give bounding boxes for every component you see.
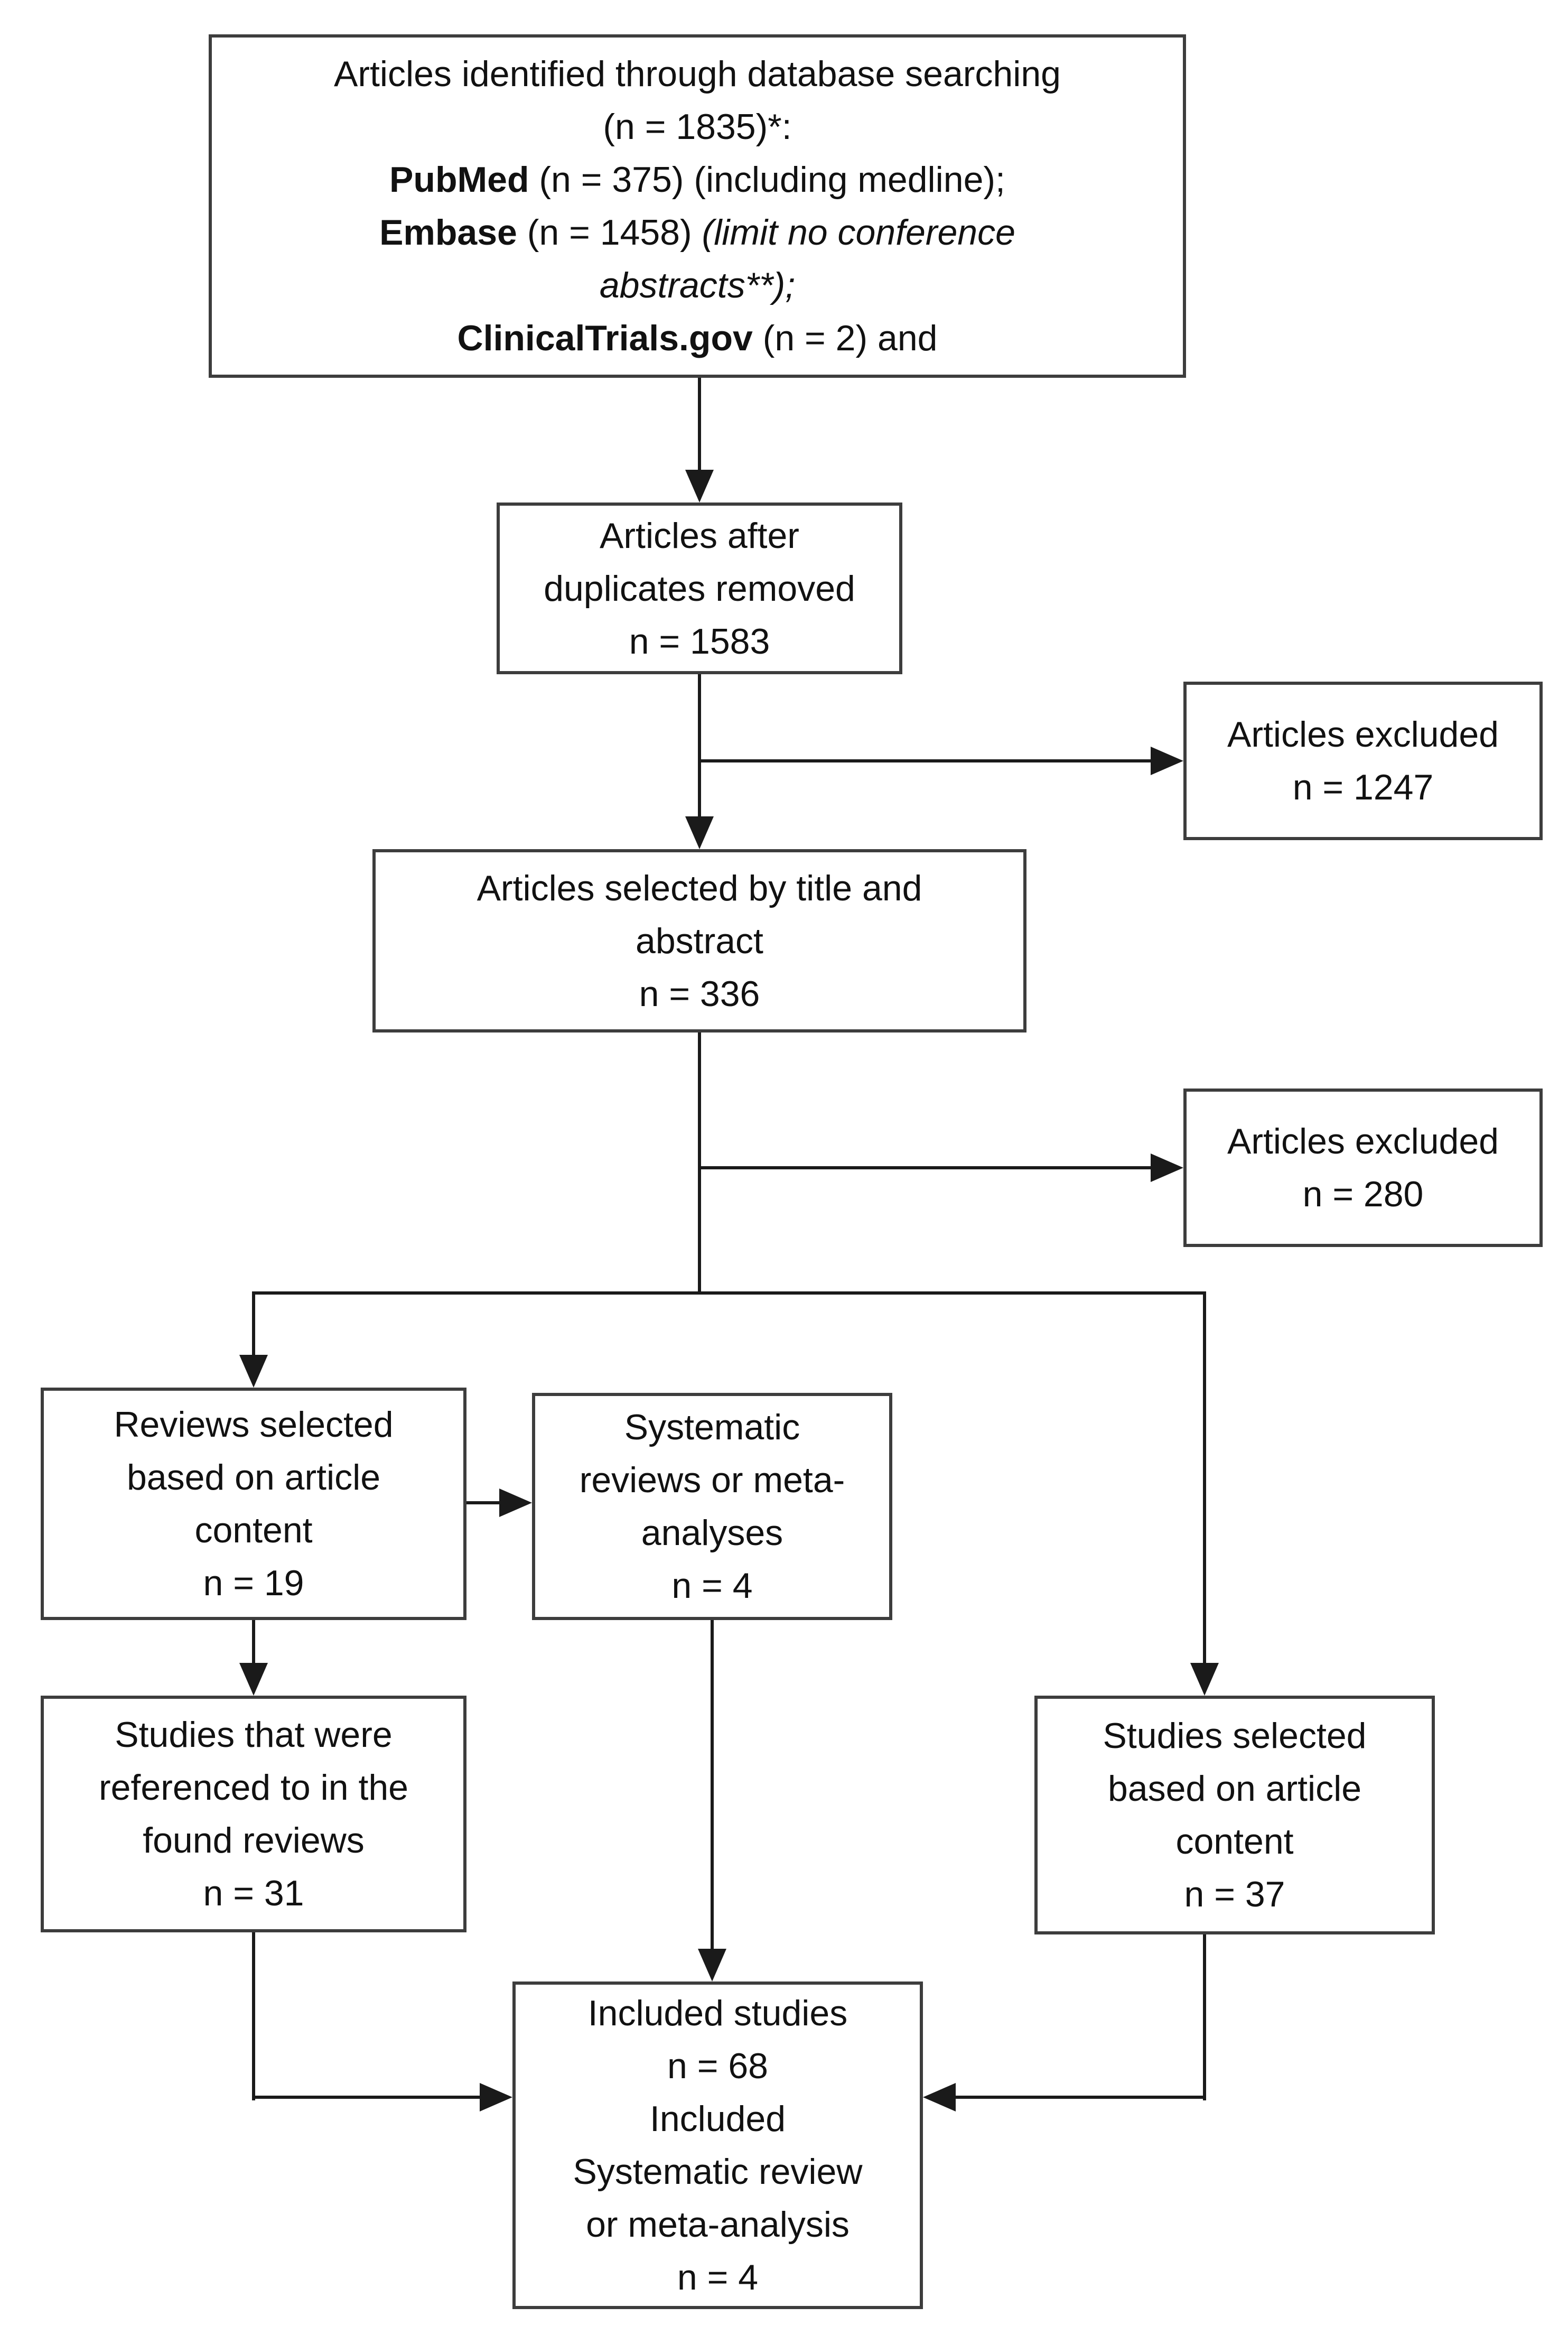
box-studies-selected-line-2: based on article: [1107, 1769, 1362, 1809]
box-reviews-line-1: Reviews selected: [114, 1404, 394, 1445]
box-reviews-line-3: content: [194, 1510, 313, 1550]
arrowhead-into-excluded-2: [1151, 1153, 1183, 1182]
arrowhead-into-reviews: [239, 1355, 268, 1388]
arrowhead-into-included-left: [480, 2083, 512, 2111]
box-identification-line-5: abstracts**);: [600, 259, 795, 312]
connector-studiesselected-down: [1203, 1934, 1206, 2100]
box-duplicates-line-1: Articles after: [600, 515, 799, 556]
connector-reviews-systematic: [466, 1501, 503, 1504]
box-systematic-line-3: analyses: [641, 1513, 783, 1553]
connector-referenced-right: [252, 2096, 483, 2099]
box-excluded-1-line-2: n = 1247: [1292, 767, 1434, 807]
pubmed-label: PubMed: [389, 160, 529, 200]
box-systematic-reviews: Systematic reviews or meta- analyses n =…: [532, 1393, 892, 1620]
box-referenced-line-2: referenced to in the: [99, 1767, 408, 1808]
arrowhead-into-titleabstract: [685, 816, 714, 849]
box-studies-selected: Studies selected based on article conten…: [1034, 1696, 1435, 1934]
clinicaltrials-count: (n = 2) and: [752, 318, 938, 358]
split-line: [252, 1291, 1206, 1295]
box-identification-line-2: (n = 1835)*:: [603, 107, 792, 147]
box-excluded-2-line-1: Articles excluded: [1227, 1121, 1499, 1161]
box-identification: Articles identified through database sea…: [209, 34, 1186, 378]
connector-duplicates-titleabstract: [698, 674, 701, 817]
box-title-abstract-line-3: n = 336: [639, 973, 760, 1014]
box-referenced-line-4: n = 31: [203, 1873, 304, 1913]
box-title-abstract-line-1: Articles selected by title and: [477, 868, 922, 908]
box-included-line-2: n = 68: [667, 2046, 768, 2086]
box-identification-line-1: Articles identified through database sea…: [334, 54, 1061, 94]
box-included-line-1: Included studies: [587, 1993, 848, 2033]
box-duplicates-line-3: n = 1583: [629, 621, 770, 662]
box-included-studies: Included studies n = 68 Included Systema…: [512, 1982, 923, 2309]
box-reviews-line-4: n = 19: [203, 1563, 304, 1603]
branch-to-excluded-2: [698, 1166, 1151, 1169]
arrowhead-into-excluded-1: [1151, 747, 1183, 775]
connector-split-reviews: [252, 1291, 255, 1357]
box-identification-line-3: PubMed (n = 375) (including medline);: [389, 153, 1005, 206]
box-reviews-selected: Reviews selected based on article conten…: [41, 1388, 466, 1620]
connector-studiesselected-left: [954, 2096, 1206, 2099]
box-systematic-line-2: reviews or meta-: [579, 1460, 845, 1500]
box-studies-selected-line-3: content: [1175, 1821, 1294, 1862]
box-identification-line-4: Embase (n = 1458) (limit no conference: [379, 206, 1015, 259]
box-title-abstract: Articles selected by title and abstract …: [372, 849, 1026, 1032]
box-duplicates-line-2: duplicates removed: [544, 568, 855, 609]
box-duplicates-removed: Articles after duplicates removed n = 15…: [497, 503, 902, 674]
arrowhead-into-systematic: [499, 1489, 532, 1517]
box-studies-referenced: Studies that were referenced to in the f…: [41, 1696, 466, 1932]
box-studies-selected-line-1: Studies selected: [1103, 1716, 1367, 1756]
box-studies-selected-line-4: n = 37: [1184, 1874, 1285, 1914]
connector-systematic-included: [711, 1620, 714, 1951]
box-excluded-2: Articles excluded n = 280: [1183, 1089, 1543, 1247]
box-included-line-5: or meta-analysis: [586, 2204, 850, 2245]
box-systematic-line-1: Systematic: [624, 1407, 800, 1447]
box-referenced-line-3: found reviews: [143, 1820, 365, 1860]
embase-note-part-1: (limit no conference: [702, 212, 1015, 253]
box-included-line-6: n = 4: [677, 2257, 759, 2297]
arrowhead-into-included-top: [698, 1949, 726, 1982]
arrowhead-into-included-right: [923, 2083, 956, 2111]
embase-count: (n = 1458): [517, 212, 702, 253]
connector-split-studiesselected: [1203, 1291, 1206, 1665]
arrowhead-into-studiesselected: [1190, 1663, 1219, 1696]
box-identification-line-6: ClinicalTrials.gov (n = 2) and: [458, 312, 938, 365]
box-excluded-1: Articles excluded n = 1247: [1183, 682, 1543, 840]
embase-label: Embase: [379, 212, 517, 253]
arrowhead-into-referenced: [239, 1663, 268, 1696]
box-included-line-3: Included: [649, 2099, 786, 2139]
box-systematic-line-4: n = 4: [671, 1566, 753, 1606]
pubmed-count: (n = 375) (including medline);: [529, 160, 1005, 200]
connector-referenced-down: [252, 1932, 255, 2100]
arrowhead-into-duplicates: [685, 470, 714, 503]
connector-titleabstract-split: [698, 1032, 701, 1295]
box-included-line-4: Systematic review: [573, 2152, 863, 2192]
connector-identification-duplicates: [698, 378, 701, 471]
box-excluded-2-line-2: n = 280: [1302, 1174, 1424, 1214]
box-reviews-line-2: based on article: [126, 1457, 381, 1497]
branch-to-excluded-1: [698, 759, 1151, 762]
clinicaltrials-label: ClinicalTrials.gov: [457, 318, 753, 358]
box-title-abstract-line-2: abstract: [636, 920, 763, 961]
connector-reviews-referenced: [252, 1620, 255, 1665]
box-excluded-1-line-1: Articles excluded: [1227, 714, 1499, 755]
box-referenced-line-1: Studies that were: [115, 1715, 393, 1755]
embase-note-part-2: abstracts**);: [599, 265, 796, 305]
